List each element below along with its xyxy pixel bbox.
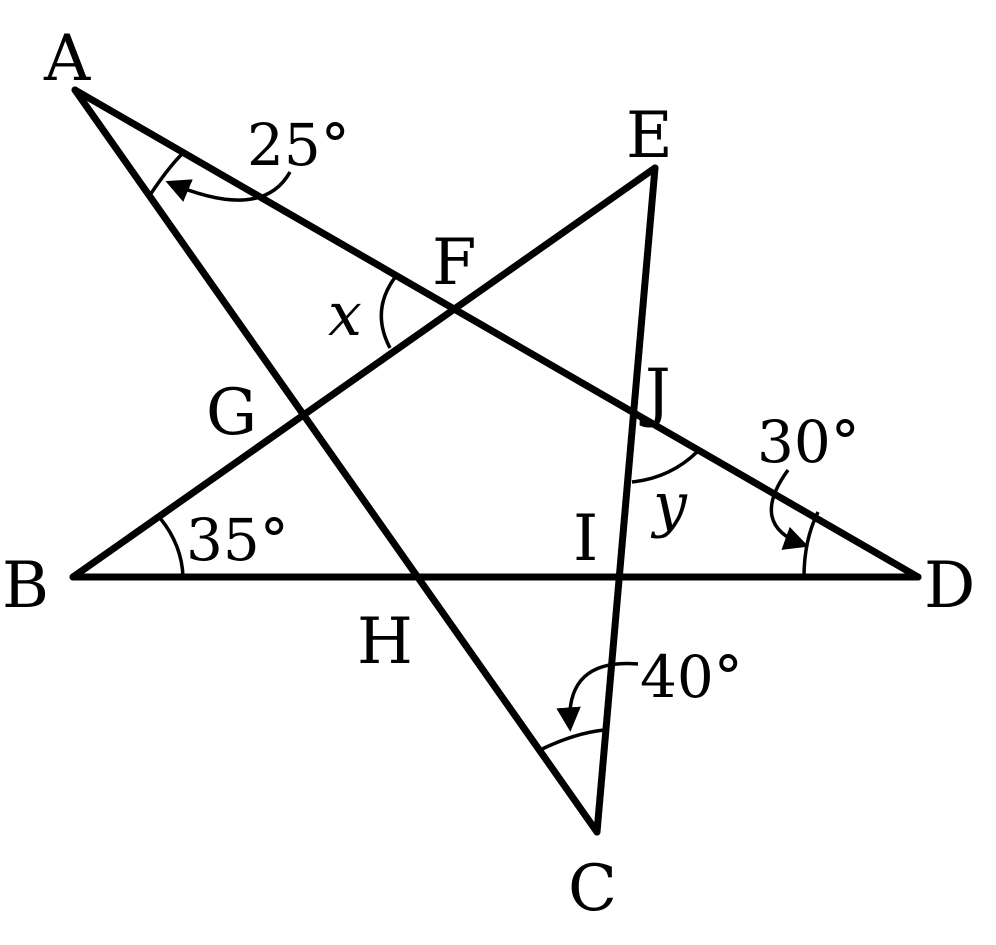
angle-label-C: 40° [640,643,743,711]
angle-arc-J [631,450,699,484]
angle-label-A: 25° [247,111,350,179]
segment-BE [69,164,659,581]
label-point-E: E [626,99,673,173]
angle-label-B: 35° [186,506,289,574]
angle-label-D: 30° [757,408,860,476]
label-point-G: G [206,376,257,450]
label-point-A: A [43,22,91,96]
pointer-arrow-C [556,661,639,732]
label-point-D: D [924,549,975,623]
pointer-arrow-D [769,468,809,550]
angle-label-y: y [650,470,688,540]
label-point-H: H [357,605,413,679]
segment-EC [593,164,659,836]
segment-AC [71,86,601,836]
label-point-B: B [2,549,49,623]
angle-arc-B [158,516,185,578]
angle-arc-A [148,152,184,196]
segment-AD [71,86,922,581]
angle-label-x: x [328,280,362,350]
label-point-I: I [573,502,598,576]
label-point-F: F [432,226,476,300]
pointer-arrow-A [165,171,292,202]
label-point-C: C [568,852,617,926]
label-point-J: J [639,356,671,430]
angle-arc-C [539,728,605,752]
angle-arc-F [379,274,398,349]
